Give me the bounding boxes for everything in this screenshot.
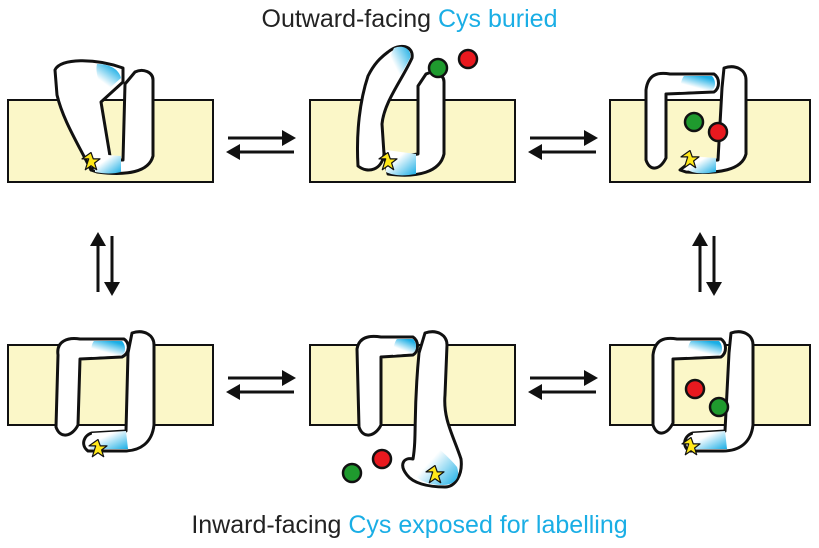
equilibrium-arrows-icon xyxy=(226,370,296,400)
substrate-icon xyxy=(684,378,730,418)
bottom-caption-prefix: Inward-facing xyxy=(191,511,342,539)
transporter-icon xyxy=(644,65,748,174)
top-caption: Outward-facing Cys buried xyxy=(0,4,819,34)
substrate-icon xyxy=(683,111,729,143)
bottom-caption-highlight: Cys exposed for labelling xyxy=(348,511,628,539)
equilibrium-arrows-icon xyxy=(90,130,722,400)
transporter-icon xyxy=(651,330,755,457)
membrane-row2-middle xyxy=(309,344,516,426)
substrate-icon xyxy=(427,48,479,79)
substrate-icon xyxy=(341,448,393,484)
transporter-icon xyxy=(356,44,446,177)
equilibrium-arrows-icon xyxy=(528,130,598,160)
top-caption-prefix: Outward-facing xyxy=(261,5,432,33)
equilibrium-arrows-icon xyxy=(90,232,120,296)
transporter-icon xyxy=(54,330,156,459)
bottom-caption: Inward-facing Cys exposed for labelling xyxy=(0,510,819,540)
transporter-icon xyxy=(355,330,463,489)
transporter-icon xyxy=(53,59,155,175)
equilibrium-arrows-icon xyxy=(692,232,722,296)
equilibrium-arrows-icon xyxy=(226,130,296,160)
top-caption-highlight: Cys buried xyxy=(437,5,558,33)
equilibrium-arrows-icon xyxy=(528,370,598,400)
